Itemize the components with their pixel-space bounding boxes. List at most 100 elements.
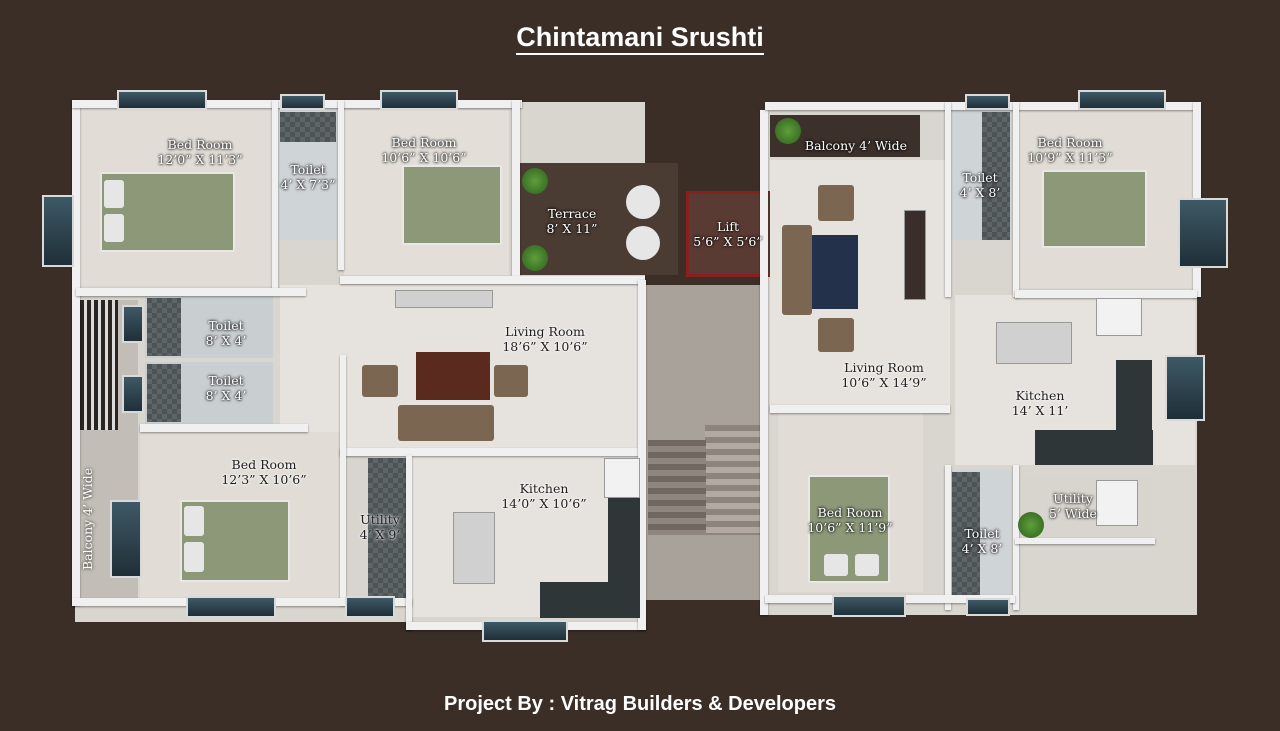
wall bbox=[945, 102, 951, 297]
bed-r1 bbox=[1042, 170, 1147, 248]
stair-steps-lower bbox=[648, 440, 706, 535]
tv-unit bbox=[395, 290, 493, 308]
wall bbox=[945, 465, 951, 610]
plant bbox=[1018, 512, 1044, 538]
armchair bbox=[818, 318, 854, 352]
window bbox=[1178, 198, 1228, 268]
fridge bbox=[1096, 298, 1142, 336]
wall bbox=[340, 355, 346, 605]
window bbox=[1078, 90, 1166, 110]
armchair bbox=[818, 185, 854, 221]
dining-table bbox=[453, 512, 495, 584]
wall bbox=[1015, 538, 1155, 544]
window bbox=[110, 500, 142, 578]
stair-steps bbox=[705, 425, 767, 535]
dining-table bbox=[996, 322, 1072, 364]
utility-left-tiles bbox=[368, 458, 406, 598]
wall bbox=[638, 280, 646, 630]
wall bbox=[76, 288, 306, 296]
window bbox=[966, 598, 1010, 616]
wall bbox=[72, 100, 80, 605]
fridge bbox=[604, 458, 640, 498]
plant bbox=[775, 118, 801, 144]
rug bbox=[810, 235, 858, 309]
chair bbox=[626, 226, 660, 260]
wall bbox=[340, 448, 640, 456]
bed-r2 bbox=[808, 475, 890, 583]
wall bbox=[1015, 290, 1197, 298]
wall bbox=[272, 100, 278, 290]
pillow bbox=[104, 214, 124, 242]
window bbox=[965, 94, 1010, 110]
washing-machine bbox=[1096, 480, 1138, 526]
lift bbox=[686, 191, 772, 277]
plan-title: Chintamani Srushti bbox=[0, 22, 1280, 55]
bed-2 bbox=[402, 165, 502, 245]
balcony-rails bbox=[80, 300, 118, 430]
pillow bbox=[184, 542, 204, 572]
window bbox=[380, 90, 458, 110]
window bbox=[482, 620, 568, 642]
toilet-1-tiles bbox=[280, 112, 336, 142]
kitchen-counter bbox=[540, 582, 640, 618]
window bbox=[122, 375, 144, 413]
window bbox=[117, 90, 207, 110]
toilet-r2-tiles bbox=[952, 472, 980, 600]
window bbox=[832, 595, 906, 617]
pillow bbox=[855, 554, 879, 576]
plant bbox=[522, 168, 548, 194]
window bbox=[345, 596, 395, 618]
sofa bbox=[782, 225, 812, 315]
window bbox=[122, 305, 144, 343]
wall bbox=[512, 100, 520, 280]
kitchen-counter bbox=[1035, 430, 1153, 465]
window bbox=[280, 94, 325, 110]
window bbox=[1165, 355, 1205, 421]
wall bbox=[770, 405, 950, 413]
armchair bbox=[494, 365, 528, 397]
window bbox=[186, 596, 276, 618]
chair bbox=[626, 185, 660, 219]
wall bbox=[406, 455, 412, 630]
wall bbox=[340, 276, 645, 284]
window bbox=[42, 195, 74, 267]
balcony-top-label: Balcony 4’ Wide bbox=[804, 138, 908, 153]
pillow bbox=[824, 554, 848, 576]
project-credit: Project By : Vitrag Builders & Developer… bbox=[444, 693, 836, 715]
pillow bbox=[184, 506, 204, 536]
wall bbox=[338, 100, 344, 270]
toilet-3-tiles bbox=[147, 364, 181, 422]
toilet-2-tiles bbox=[147, 298, 181, 356]
sofa bbox=[398, 405, 494, 441]
wall bbox=[760, 110, 768, 615]
rug bbox=[416, 352, 490, 400]
armchair bbox=[362, 365, 398, 397]
wall bbox=[1013, 102, 1019, 297]
plant bbox=[522, 245, 548, 271]
tv-unit bbox=[904, 210, 926, 300]
wall bbox=[1013, 465, 1019, 610]
wall bbox=[140, 424, 308, 432]
balcony-left-label: Balcony 4’ Wide bbox=[80, 467, 95, 570]
toilet-r1-tiles bbox=[982, 112, 1010, 240]
pillow bbox=[104, 180, 124, 208]
